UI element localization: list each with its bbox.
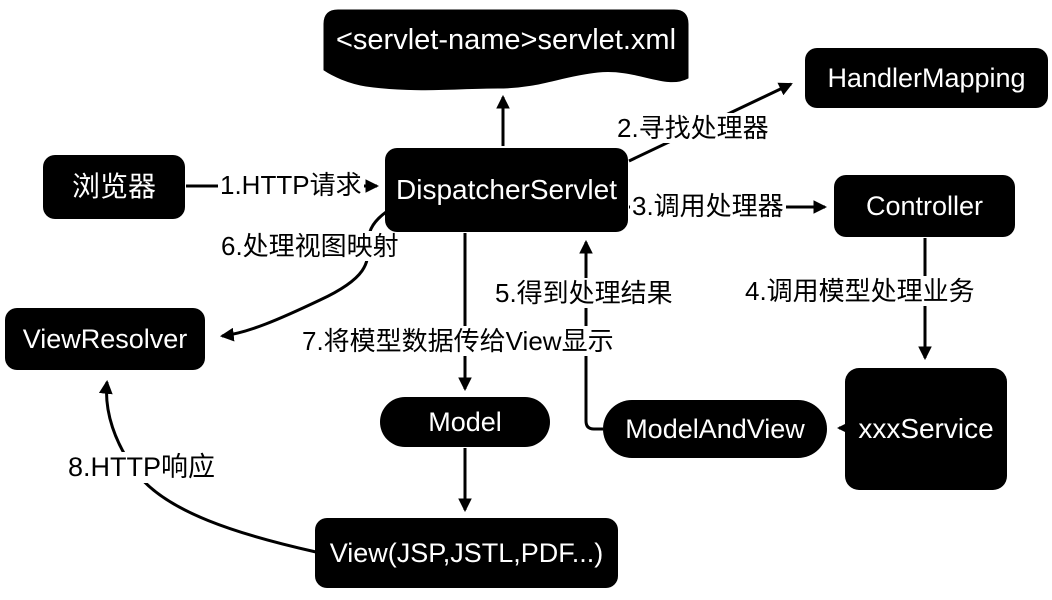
edge-label-call-handler: 3.调用处理器 [630,191,786,222]
node-model-and-view: ModelAndView [603,400,827,458]
node-model: Model [380,397,550,447]
node-view-resolver: ViewResolver [5,308,205,370]
edge-label-model-data: 7.将模型数据传给View显示 [300,326,616,357]
node-dispatcher-servlet: DispatcherServlet [385,148,628,232]
edge-label-find-handler: 2.寻找处理器 [615,113,771,144]
edge-5-result [579,239,603,431]
edge-8-http-response [98,379,317,554]
edge-label-http-response: 8.HTTP响应 [66,452,218,484]
edge-label-call-model: 4.调用模型处理业务 [743,276,977,307]
edge-label-view-mapping: 6.处理视图映射 [219,231,401,262]
node-view: View(JSP,JSTL,PDF...) [315,518,618,588]
node-xxx-service: xxxService [845,368,1007,490]
servlet-xml-document-shape [323,9,689,91]
node-handler-mapping: HandlerMapping [805,48,1048,108]
edge-label-http-request: 1.HTTP请求 [218,170,364,201]
node-browser: 浏览器 [43,155,185,219]
node-controller: Controller [834,175,1015,237]
node-servlet-xml: <servlet-name>servlet.xml [335,23,677,56]
edge-label-result: 5.得到处理结果 [493,278,675,309]
edge-6-view-mapping [219,206,393,342]
